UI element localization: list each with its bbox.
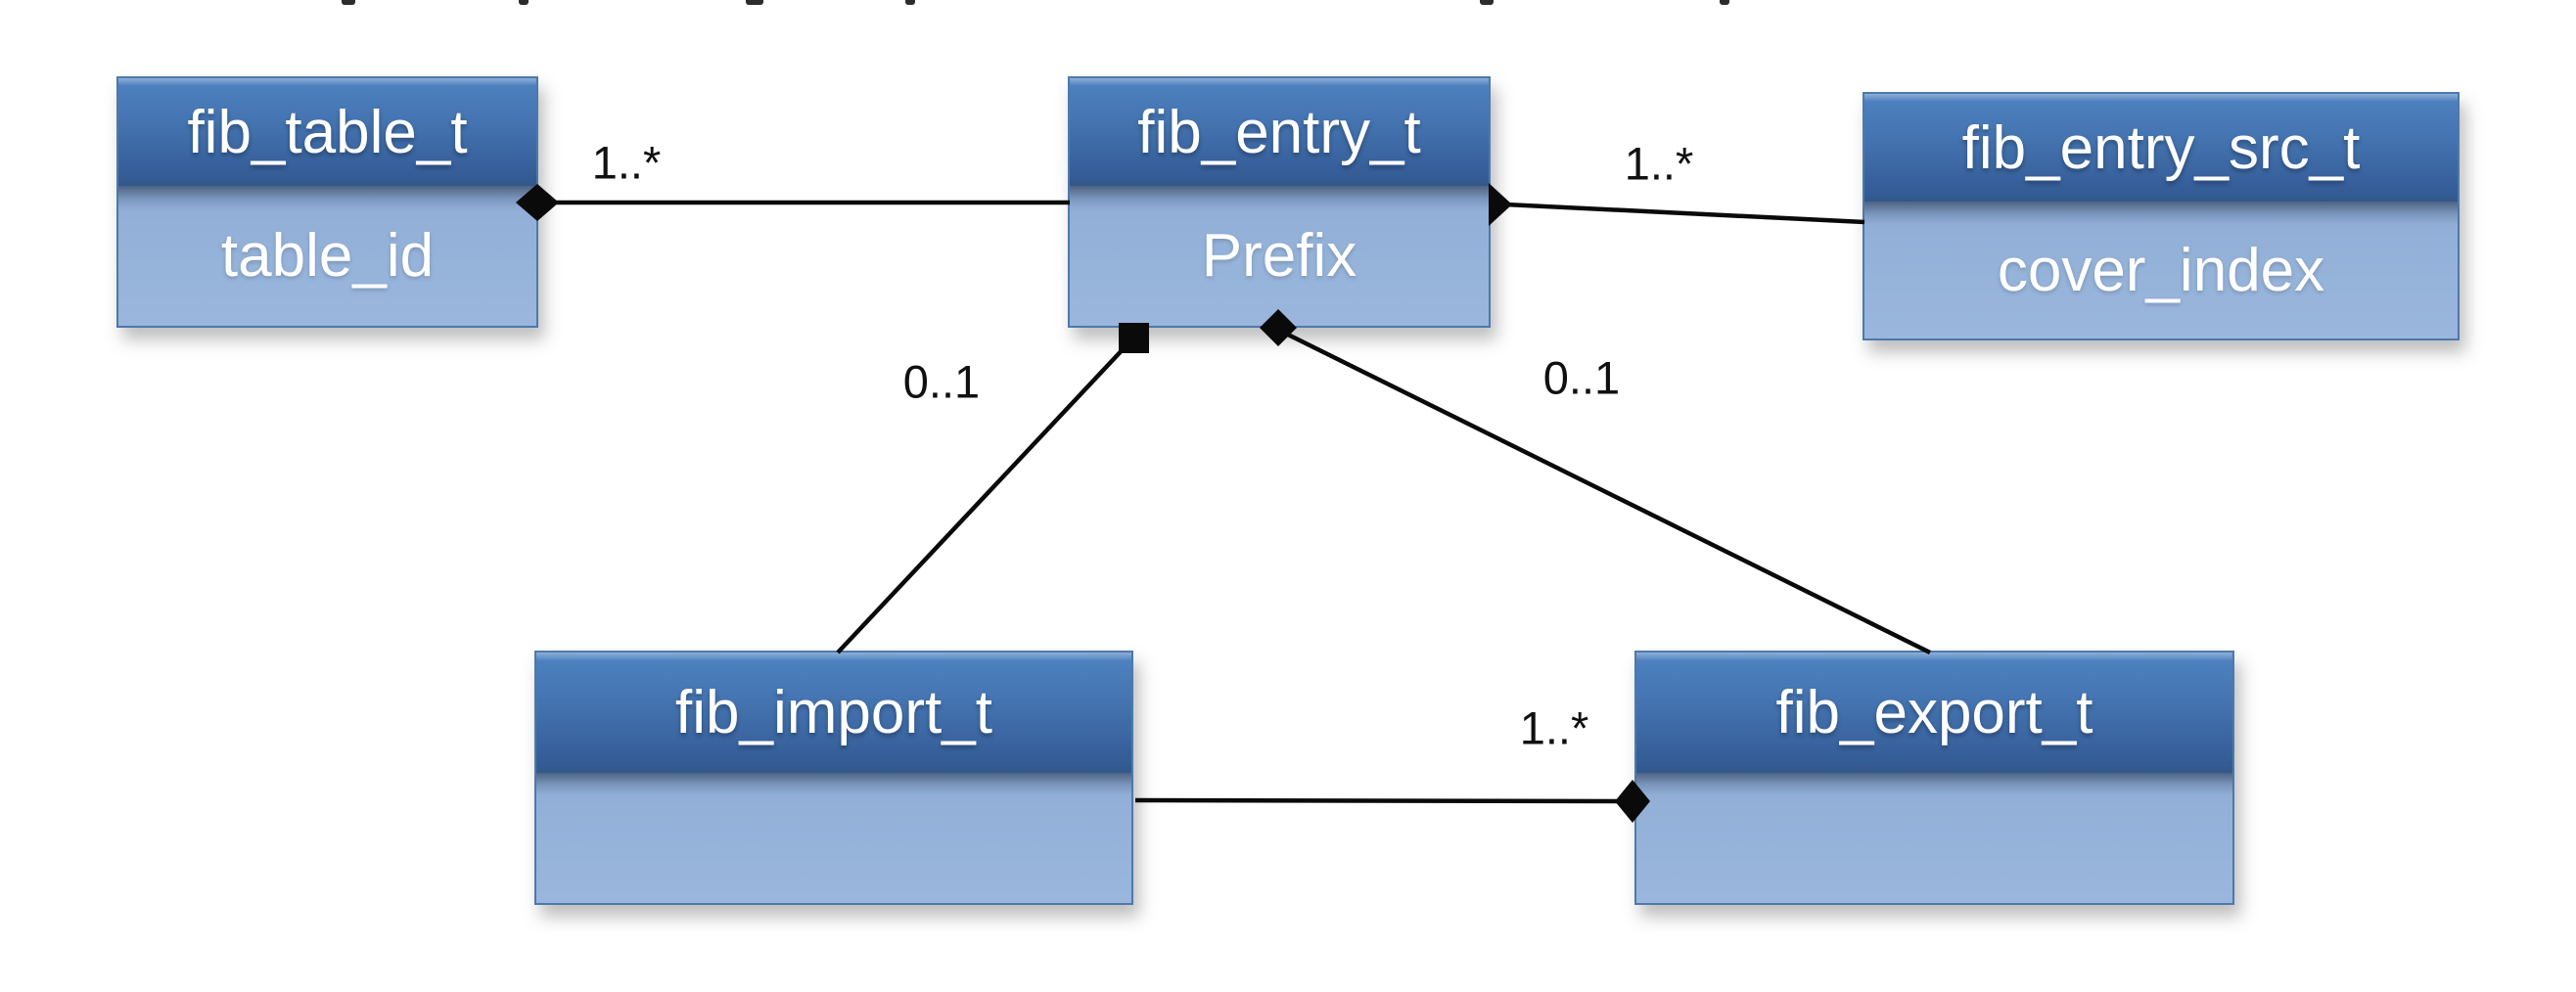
relation-line-entry-import — [836, 342, 1129, 654]
class-box-fib-import-t: fib_import_t — [534, 651, 1133, 905]
class-attribute-cover-index: cover_index — [1864, 202, 2458, 338]
class-attribute-table-id: table_id — [118, 186, 536, 326]
cropped-text-fragment — [746, 0, 763, 5]
cropped-text-fragment — [1720, 0, 1729, 5]
multiplicity-label-entry-import: 0..1 — [902, 355, 981, 408]
class-title-fib-export-t: fib_export_t — [1636, 653, 2232, 773]
relation-line-import-export — [1134, 797, 1621, 804]
class-box-fib-export-t: fib_export_t — [1634, 651, 2234, 905]
class-title-fib-table-t: fib_table_t — [118, 78, 536, 186]
relation-line-entry-src — [1504, 202, 1865, 225]
class-title-fib-import-t: fib_import_t — [536, 653, 1131, 773]
class-box-fib-table-t: fib_table_t table_id — [116, 76, 538, 328]
cropped-text-fragment — [1480, 0, 1494, 5]
cropped-text-fragment — [905, 0, 915, 5]
class-box-fib-entry-t: fib_entry_t Prefix — [1068, 76, 1491, 328]
cropped-text-fragment — [342, 0, 355, 5]
composition-diamond-icon — [1489, 183, 1512, 226]
multiplicity-label-entry-export: 0..1 — [1542, 351, 1621, 404]
class-title-fib-entry-t: fib_entry_t — [1070, 78, 1489, 186]
class-attribute-empty — [1636, 773, 2232, 903]
multiplicity-label-import-export: 1..* — [1519, 701, 1589, 754]
class-attribute-prefix: Prefix — [1070, 186, 1489, 326]
class-attribute-empty — [536, 773, 1131, 903]
multiplicity-label-table-entry: 1..* — [591, 136, 662, 189]
cropped-text-fragment — [519, 0, 529, 5]
class-box-fib-entry-src-t: fib_entry_src_t cover_index — [1863, 92, 2460, 340]
class-title-fib-entry-src-t: fib_entry_src_t — [1864, 94, 2458, 202]
multiplicity-label-entry-src: 1..* — [1624, 137, 1694, 190]
